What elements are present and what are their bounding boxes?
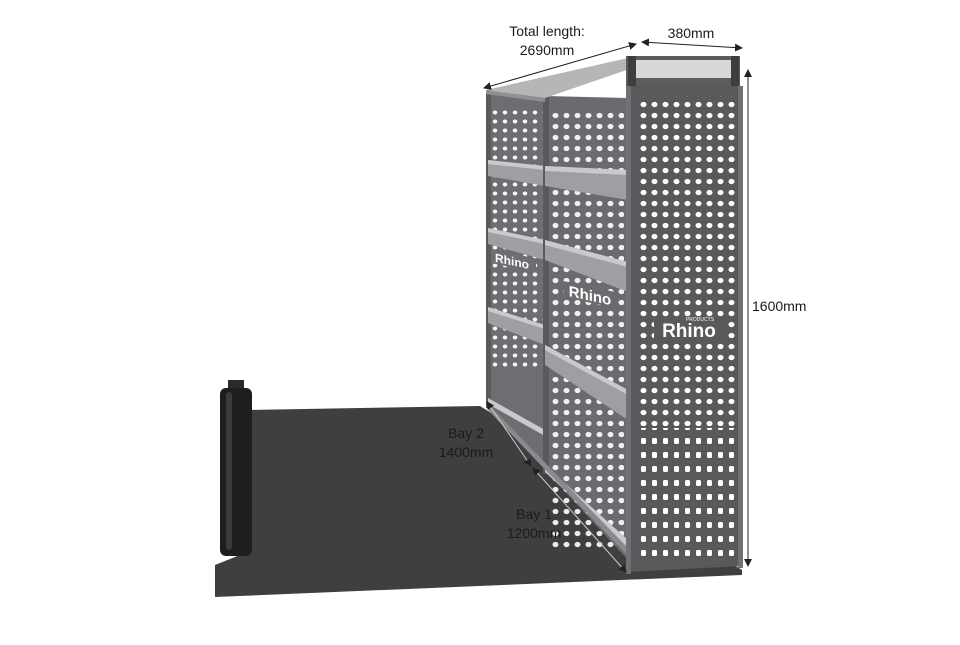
bay-1-dimension-line (532, 467, 627, 573)
end-panel (626, 56, 743, 574)
bay-1-name: Bay 1 (516, 506, 552, 522)
bay-1-length: 1200mm (506, 525, 562, 541)
total-length-label: Total length: 2690mm (492, 22, 602, 60)
rhino-logo-end-panel: Rhino PRODUCTS (654, 317, 724, 342)
bay-2-label: Bay 2 1400mm (426, 424, 506, 462)
height-label: 1600mm (752, 298, 807, 314)
svg-text:Rhino: Rhino (662, 321, 716, 342)
bay-1-label: Bay 1 1200mm (494, 505, 574, 543)
top-rail (486, 58, 638, 98)
depth-label: 380mm (667, 25, 715, 41)
depth-dimension-line (641, 38, 743, 52)
bay-2-racking (486, 90, 545, 465)
total-length-dimension-line (483, 42, 637, 90)
bay-2-name: Bay 2 (448, 425, 484, 441)
wheel-arch (220, 380, 252, 556)
total-length-title: Total length: (509, 23, 585, 39)
svg-text:PRODUCTS: PRODUCTS (686, 317, 715, 323)
bay-divider-dimension (486, 401, 532, 467)
total-length-value: 2690mm (519, 42, 575, 58)
bay-2-length: 1400mm (438, 444, 494, 460)
